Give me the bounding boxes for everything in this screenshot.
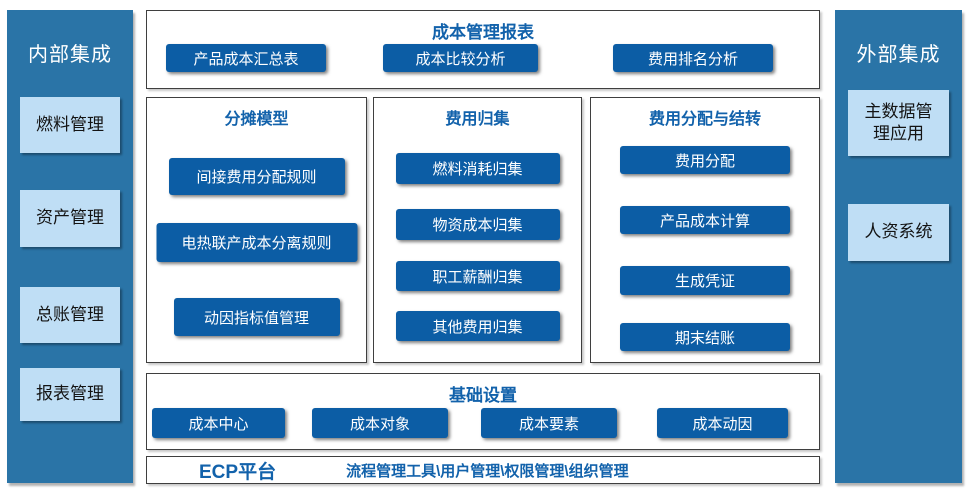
ecp-platform-title: ECP平台 [199, 461, 277, 483]
node-product-cost-calculation: 产品成本计算 [620, 206, 790, 234]
panel-allocation-model: 分摊模型 间接费用分配规则 电热联产成本分离规则 动因指标值管理 [146, 97, 367, 363]
external-integration-title: 外部集成 [856, 44, 941, 66]
panel-basic-settings-title: 基础设置 [449, 386, 517, 405]
node-cost-comparison-analysis: 成本比较分析 [383, 44, 538, 72]
node-chp-cost-separation-rule: 电热联产成本分离规则 [156, 223, 357, 262]
panel-expense-collection: 费用归集 燃料消耗归集 物资成本归集 职工薪酬归集 其他费用归集 [373, 97, 582, 363]
node-cost-object: 成本对象 [312, 408, 448, 438]
ecp-platform-bar: ECP平台 流程管理工具\用户管理\权限管理\组织管理 [146, 456, 820, 484]
node-staff-salary-collection: 职工薪酬归集 [395, 261, 560, 291]
panel-expense-allocation-title: 费用分配与结转 [648, 111, 761, 128]
sidebar-item-hr-system: 人资系统 [848, 204, 949, 261]
sidebar-item-report-management: 报表管理 [20, 368, 120, 421]
panel-cost-reports-title: 成本管理报表 [432, 23, 534, 42]
internal-integration-title: 内部集成 [28, 44, 112, 66]
node-driver-indicator-management: 动因指标值管理 [173, 298, 340, 336]
node-cost-element: 成本要素 [481, 408, 617, 438]
node-indirect-expense-allocation-rule: 间接费用分配规则 [168, 158, 345, 195]
node-cost-driver: 成本动因 [657, 408, 788, 438]
node-period-end-closing: 期末结账 [620, 323, 790, 351]
node-other-expense-collection: 其他费用归集 [395, 311, 560, 341]
sidebar-item-general-ledger: 总账管理 [20, 287, 120, 343]
panel-cost-reports: 成本管理报表 产品成本汇总表 成本比较分析 费用排名分析 [146, 10, 820, 89]
node-expense-allocation: 费用分配 [620, 146, 790, 174]
external-integration-sidebar: 外部集成 主数据管理应用 人资系统 [835, 10, 962, 483]
panel-expense-allocation-carryover: 费用分配与结转 费用分配 产品成本计算 生成凭证 期末结账 [590, 97, 820, 363]
panel-allocation-model-title: 分摊模型 [224, 111, 289, 128]
sidebar-item-master-data-app: 主数据管理应用 [848, 90, 949, 156]
node-product-cost-summary: 产品成本汇总表 [166, 44, 326, 72]
sidebar-item-asset-management: 资产管理 [20, 190, 120, 247]
node-material-cost-collection: 物资成本归集 [395, 209, 560, 240]
node-fuel-consumption-collection: 燃料消耗归集 [395, 153, 560, 184]
panel-basic-settings: 基础设置 成本中心 成本对象 成本要素 成本动因 [146, 373, 820, 450]
ecp-platform-tools: 流程管理工具\用户管理\权限管理\组织管理 [346, 462, 629, 480]
node-cost-center: 成本中心 [152, 408, 285, 438]
internal-integration-sidebar: 内部集成 燃料管理 资产管理 总账管理 报表管理 [7, 10, 133, 483]
node-voucher-generation: 生成凭证 [620, 266, 790, 295]
panel-expense-collection-title: 费用归集 [445, 111, 510, 128]
node-expense-ranking-analysis: 费用排名分析 [613, 44, 773, 72]
sidebar-item-fuel-management: 燃料管理 [20, 97, 120, 153]
